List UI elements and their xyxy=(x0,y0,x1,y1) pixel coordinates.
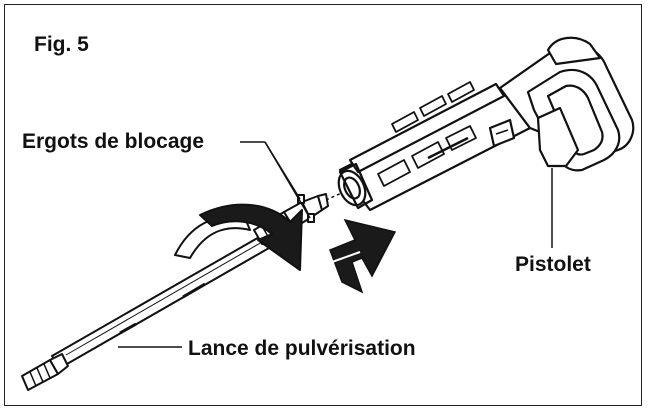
figure-number: Fig. 5 xyxy=(34,33,89,56)
wand-nozzle xyxy=(21,353,69,391)
insert-arrow xyxy=(329,218,397,294)
gun-outlet xyxy=(337,162,374,210)
barrel-slots xyxy=(377,81,477,187)
label-locking-lugs: Ergots de blocage xyxy=(22,130,205,153)
figure-frame xyxy=(4,4,642,406)
label-spray-wand: Lance de pulvérisation xyxy=(188,337,416,360)
spray-gun-illustration xyxy=(337,36,635,212)
leader-ergots-bottom xyxy=(264,141,311,219)
gun-trigger xyxy=(536,106,580,168)
rotate-arrow xyxy=(174,203,303,271)
locking-lug-bottom xyxy=(307,213,315,223)
leader-lines xyxy=(118,141,553,348)
label-gun: Pistolet xyxy=(515,253,591,276)
